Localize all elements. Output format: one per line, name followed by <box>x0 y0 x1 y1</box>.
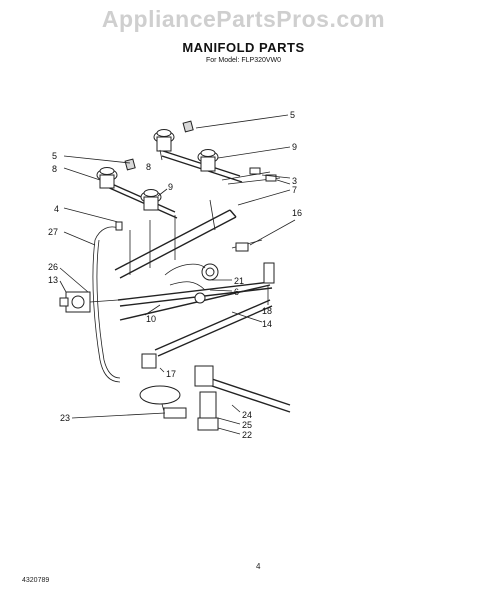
callout-8-rear: 8 <box>146 162 151 172</box>
callout-27: 27 <box>48 227 58 237</box>
callout-13: 13 <box>48 275 58 285</box>
callout-23: 23 <box>60 413 70 423</box>
callout-8-front: 8 <box>52 164 57 174</box>
rear-burner-assembly <box>153 120 281 185</box>
callout-17: 17 <box>166 369 176 379</box>
callout-25: 25 <box>242 420 252 430</box>
front-burner-assembly <box>96 158 178 219</box>
callout-5-front: 5 <box>52 151 57 161</box>
parts-drawing <box>59 120 291 431</box>
callout-18: 18 <box>262 306 272 316</box>
manifold-frame <box>114 199 275 357</box>
callout-26: 26 <box>48 262 58 272</box>
callout-21: 21 <box>234 276 244 286</box>
watermark: AppliancePartsPros.com <box>101 6 386 32</box>
part-code: 4320789 <box>22 577 50 584</box>
callout-3: 3 <box>292 176 297 186</box>
callout-9-front: 9 <box>168 182 173 192</box>
callout-9-rear: 9 <box>292 142 297 152</box>
callout-22: 22 <box>242 430 252 440</box>
model-subtitle: For Model: FLP320VW0 <box>205 57 282 64</box>
oven-valve-assembly <box>139 353 291 431</box>
callout-6: 6 <box>234 287 239 297</box>
callout-leaders <box>59 114 296 435</box>
callout-16: 16 <box>292 208 302 218</box>
callout-4: 4 <box>54 204 59 214</box>
callout-24: 24 <box>242 410 252 420</box>
callout-10: 10 <box>146 314 156 324</box>
callout-14: 14 <box>262 319 272 329</box>
page-number: 4 <box>256 562 261 571</box>
callout-labels: 5 9 8 3 5 8 9 7 16 4 27 26 13 21 6 18 10… <box>48 110 302 440</box>
page-title: MANIFOLD PARTS <box>182 40 305 55</box>
callout-5-rear: 5 <box>290 110 295 120</box>
callout-7: 7 <box>292 185 297 195</box>
regulator-assembly <box>59 221 123 383</box>
